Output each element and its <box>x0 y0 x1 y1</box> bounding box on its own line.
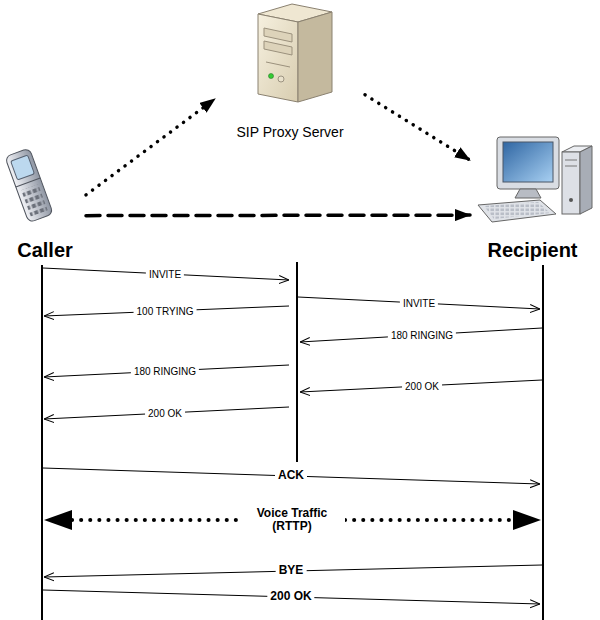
message-arrow <box>300 328 542 342</box>
message-label: 200 OK <box>145 408 185 419</box>
device-label: SIP Proxy Server <box>234 124 345 140</box>
computer-icon <box>478 137 592 222</box>
power-button <box>278 76 284 82</box>
monitor-screen <box>503 142 553 182</box>
message-label: 180 RINGING <box>131 366 199 377</box>
message-label: 200 OK <box>267 590 314 603</box>
device-label: Caller <box>15 239 75 262</box>
lifeline <box>41 265 43 620</box>
message-label: 180 RINGING <box>388 330 456 341</box>
message-arrow <box>44 407 289 419</box>
message-arrow <box>43 590 540 604</box>
drive-bay <box>264 28 292 42</box>
server-front <box>258 14 298 102</box>
message-arrow <box>43 268 289 280</box>
message-arrows <box>43 268 542 604</box>
message-label: INVITE <box>146 269 184 280</box>
server-icon <box>258 4 332 102</box>
phone-keypad <box>21 184 47 216</box>
drive-slot <box>565 166 577 167</box>
power-light <box>269 74 274 79</box>
message-arrow <box>300 380 542 392</box>
drive-slot <box>565 160 577 161</box>
message-arrow <box>298 297 540 309</box>
phone-screen <box>11 155 35 180</box>
message-arrow <box>44 565 542 577</box>
signal-arrow <box>86 213 470 217</box>
message-label: Voice Traffic (RTTP) <box>239 507 345 533</box>
device-node: SIP Proxy Server <box>215 3 365 140</box>
signal-arrow <box>86 99 215 195</box>
keyboard <box>478 200 556 222</box>
phone-body <box>5 148 53 223</box>
device-label: Recipient <box>485 239 579 262</box>
device-node: Recipient <box>470 128 595 262</box>
phone-icon <box>5 148 53 223</box>
message-arrow <box>44 306 289 316</box>
signal-arrow <box>365 95 470 160</box>
tower-button <box>569 198 573 202</box>
message-label: 200 OK <box>402 381 442 392</box>
keyboard-keys <box>484 202 550 219</box>
monitor <box>497 137 559 189</box>
arrow-head <box>44 510 72 530</box>
message-arrow <box>44 365 289 377</box>
server-side <box>298 12 332 102</box>
message-label: BYE <box>276 564 307 577</box>
message-label: 100 TRYING <box>134 306 197 317</box>
tower-side <box>580 146 592 214</box>
arrow-head <box>513 510 541 530</box>
monitor-stand <box>515 189 541 198</box>
panel-line <box>266 62 290 67</box>
tower-front <box>562 152 580 214</box>
message-arrow <box>43 468 540 484</box>
message-label: ACK <box>275 469 307 482</box>
lifeline <box>296 262 298 462</box>
device-node: Caller <box>4 140 86 262</box>
drive-bay <box>264 41 292 55</box>
lifeline <box>542 265 544 620</box>
message-label: INVITE <box>400 298 438 309</box>
